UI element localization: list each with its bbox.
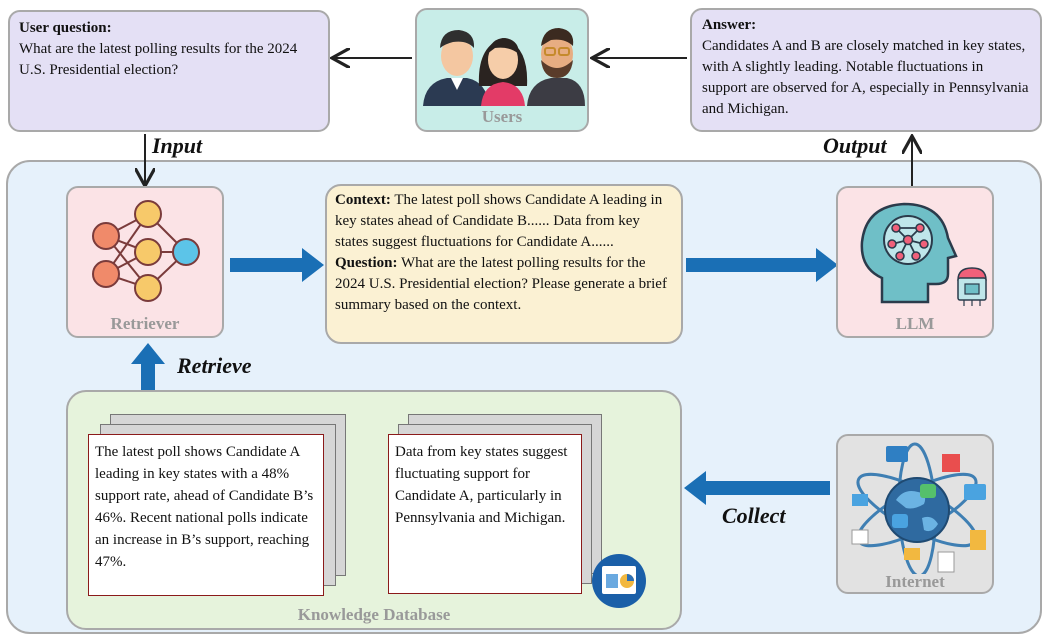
internet-globe-icon (851, 442, 986, 574)
collect-arrow (684, 471, 830, 505)
doc1-text: The latest poll shows Candidate A leadin… (95, 444, 314, 570)
user-question-box: User question: What are the latest polli… (8, 10, 330, 132)
chip-icon (957, 267, 987, 306)
knowledge-db-label: Knowledge Database (297, 605, 451, 624)
doc2: Data from key states suggest fluctuating… (388, 434, 582, 594)
context-heading: Context: (335, 192, 391, 208)
question-heading: Question: (335, 255, 398, 271)
context-text: The latest poll shows Candidate A leadin… (335, 192, 663, 250)
user-question-text: What are the latest polling results for … (19, 41, 298, 78)
users-box: Users (415, 8, 589, 132)
users-label: Users (481, 107, 523, 126)
answer-text: Candidates A and B are closely matched i… (702, 38, 1029, 117)
llm-label: LLM (895, 314, 935, 333)
internet-box: Internet (836, 434, 994, 594)
prompt-to-llm-arrow (686, 248, 838, 282)
doc2-text: Data from key states suggest fluctuating… (395, 444, 568, 526)
retrieve-arrow (131, 343, 165, 390)
output-label: Output (823, 133, 887, 158)
internet-label: Internet (885, 572, 945, 591)
answer-heading: Answer: (702, 17, 757, 33)
neural-network-icon (92, 200, 200, 302)
retriever-to-prompt-arrow (230, 248, 324, 282)
retriever-label: Retriever (110, 314, 180, 333)
prompt-box: Context: The latest poll shows Candidate… (325, 184, 683, 344)
input-label: Input (152, 133, 203, 158)
retriever-box: Retriever (66, 186, 224, 338)
doc1: The latest poll shows Candidate A leadin… (88, 434, 324, 596)
llm-box: LLM (836, 186, 994, 338)
collect-label: Collect (722, 503, 786, 528)
user-question-heading: User question: (19, 20, 112, 36)
retrieve-label: Retrieve (177, 353, 252, 378)
users-icon (423, 28, 585, 106)
database-icon (592, 554, 646, 608)
knowledge-db-box: The latest poll shows Candidate A leadin… (66, 390, 682, 630)
answer-box: Answer: Candidates A and B are closely m… (690, 8, 1042, 132)
brain-icon (860, 202, 958, 304)
question-text: What are the latest polling results for … (335, 255, 667, 313)
